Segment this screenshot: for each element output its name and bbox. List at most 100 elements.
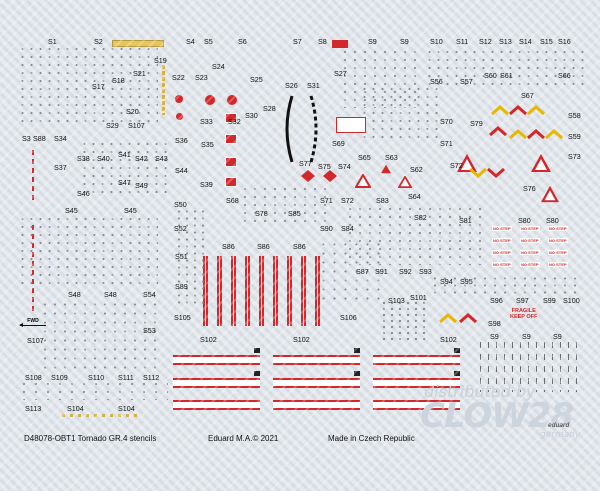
fwd-label: FWD — [27, 318, 39, 324]
stencil-number-s102: S102 — [200, 335, 217, 344]
stencil-number-s17: S17 — [92, 82, 105, 91]
stencil-number-s25: S25 — [250, 75, 263, 84]
s26-curve-icon — [285, 95, 294, 163]
stencil-number-s72: S72 — [341, 196, 354, 205]
stencil-field — [380, 300, 430, 340]
stencil-number-s66: S66 — [558, 71, 571, 80]
stencil-number-s60: S60 — [484, 71, 497, 80]
stencil-number-s36: S36 — [175, 136, 188, 145]
warning-square — [225, 113, 237, 123]
s86-stripe — [287, 256, 292, 326]
brand-logo: eduard — [548, 422, 570, 429]
arrow-line-icon — [19, 323, 46, 327]
stencil-number-s86: S86 — [222, 242, 235, 251]
stencil-number-s42: S42 — [135, 154, 148, 163]
stencil-number-s31: S31 — [307, 81, 320, 90]
stencil-number-s48: S48 — [104, 290, 117, 299]
warning-square — [225, 177, 237, 187]
stencil-field — [80, 140, 170, 195]
stencil-number-s64: S64 — [408, 192, 421, 201]
s86-stripe — [259, 256, 264, 326]
stencil-number-s5: S5 — [204, 37, 213, 46]
fwd-arrow: FWD — [19, 318, 46, 327]
stripe-end-tag — [254, 371, 260, 376]
stripe-end-tag — [254, 348, 260, 353]
stencil-number-s63: S63 — [385, 153, 398, 162]
no-step-label: NO STEP — [548, 250, 568, 255]
distributor-watermark-sub: germany — [540, 430, 581, 440]
stencil-number-s13: S13 — [499, 37, 512, 46]
red-roundel — [176, 113, 183, 120]
s72-large-warning-icon — [457, 154, 477, 172]
stencil-number-s79: S79 — [470, 119, 483, 128]
s74-diamond-icon — [323, 170, 337, 182]
stencil-number-s86: S86 — [257, 242, 270, 251]
stencil-number-s32: S32 — [228, 117, 241, 126]
stencil-number-s47: S47 — [118, 178, 131, 187]
stencil-number-s10: S10 — [430, 37, 443, 46]
stencil-number-s111: S111 — [118, 373, 134, 382]
stencil-number-s103: S103 — [388, 296, 405, 305]
stencil-number-s21: S21 — [133, 69, 146, 78]
s59-chevron-icon — [509, 129, 563, 140]
warning-square — [225, 157, 237, 167]
stencil-number-s29: S29 — [106, 121, 119, 130]
stencil-number-s9: S9 — [553, 332, 562, 341]
stencil-number-s107: S107 — [128, 121, 145, 130]
stencil-number-s100: S100 — [563, 296, 580, 305]
stencil-number-s91: S91 — [375, 267, 388, 276]
stencil-field — [360, 85, 440, 140]
s86-stripe — [301, 256, 306, 326]
stencil-number-s7: S7 — [293, 37, 302, 46]
stencil-number-s69: S69 — [332, 139, 345, 148]
stencil-number-s9: S9 — [400, 37, 409, 46]
stencil-number-s8: S8 — [318, 37, 327, 46]
stencil-number-s92: S92 — [399, 267, 412, 276]
stencil-number-s18: S18 — [112, 76, 125, 85]
s102-stripe — [373, 400, 460, 410]
fragile-keep-off-label: FRAGILE KEEP OFF — [510, 308, 538, 320]
s79-chevron-icon — [489, 126, 507, 137]
stencil-number-s50: S50 — [174, 200, 187, 209]
stencil-number-s43: S43 — [155, 154, 168, 163]
stencil-number-s37: S37 — [54, 163, 67, 172]
no-step-label: NO STEP — [492, 262, 512, 267]
stencil-number-s49: S49 — [135, 181, 148, 190]
s75-diamond-icon — [301, 170, 315, 182]
origin-label: Made in Czech Republic — [328, 434, 415, 443]
no-step-label: NO STEP — [548, 262, 568, 267]
no-step-label: NO STEP — [492, 238, 512, 243]
stencil-field — [430, 275, 580, 295]
s102-stripe — [273, 400, 360, 410]
stencil-number-s2: S2 — [94, 37, 103, 46]
stencil-number-s30: S30 — [245, 111, 258, 120]
stencil-number-s65: S65 — [358, 153, 371, 162]
stencil-number-s4: S4 — [186, 37, 195, 46]
stencil-number-s71: S71 — [440, 139, 453, 148]
distributor-watermark-logo: CLOW28 — [420, 396, 574, 436]
s19-gold-strip — [162, 65, 165, 115]
stencil-number-s76: S76 — [523, 184, 536, 193]
stencil-number-s16: S16 — [558, 37, 571, 46]
stencil-number-s113: S113 — [25, 404, 42, 413]
s86-stripe — [273, 256, 278, 326]
left-red-stripe — [32, 150, 34, 202]
no-step-label: NO STEP — [520, 250, 540, 255]
s104-yellow-dots — [62, 414, 142, 417]
stencil-number-s34: S34 — [54, 134, 67, 143]
stencil-number-s81: S81 — [459, 216, 472, 225]
stencil-number-s105: S105 — [174, 313, 191, 322]
s102-stripe — [173, 400, 260, 410]
stencil-number-s77: S77 — [299, 159, 312, 168]
no-step-label: NO STEP — [548, 238, 568, 243]
stencil-number-s51: S51 — [175, 252, 188, 261]
stencil-number-s62: S62 — [410, 165, 423, 174]
stencil-number-s45: S45 — [65, 206, 78, 215]
stencil-number-s57: S57 — [460, 77, 473, 86]
stencil-number-s39: S39 — [200, 180, 213, 189]
no-step-label: NO STEP — [520, 238, 540, 243]
stencil-number-s78: S78 — [255, 209, 268, 218]
stencil-number-s11: S11 — [456, 37, 469, 46]
stencil-number-s9: S9 — [368, 37, 377, 46]
stencil-number-s27: S27 — [334, 69, 347, 78]
